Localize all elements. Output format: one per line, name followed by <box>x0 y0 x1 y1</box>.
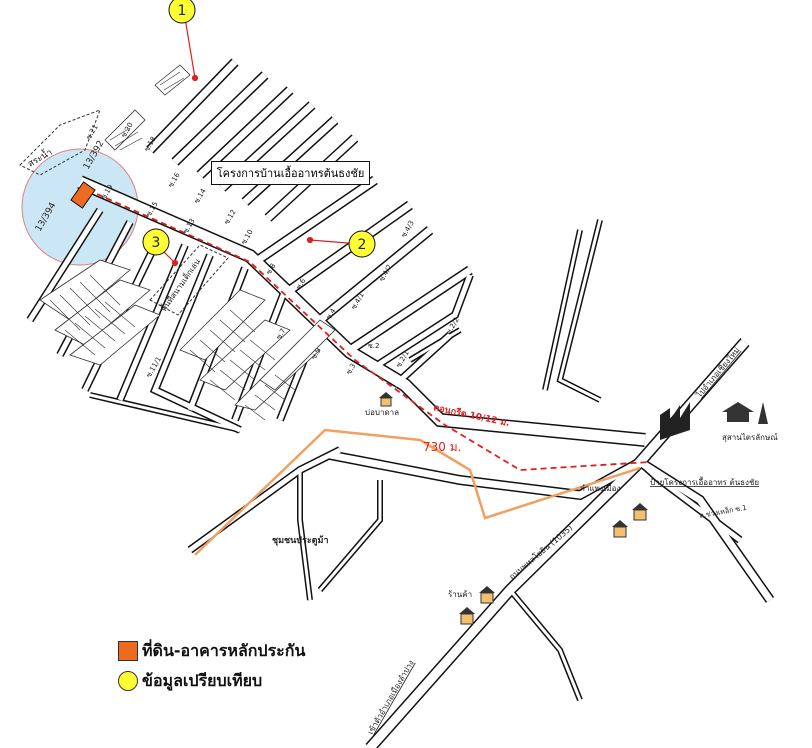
soi-label: ซ.14 <box>193 187 208 205</box>
well-label: บ่อบาดาล <box>365 408 399 417</box>
comparable-swatch-icon <box>118 671 138 691</box>
comparable-marker-1[interactable]: 1 <box>168 0 196 24</box>
comparable-marker-3[interactable]: 3 <box>142 228 170 256</box>
shrine-label: สุสานไตรลักษณ์ <box>722 432 778 442</box>
soi-label: ซ.12 <box>223 208 238 226</box>
recreation-area-outline <box>149 244 229 316</box>
shrine-icon <box>722 402 768 424</box>
to-chiang-mai-label: ไปอำเภอเชียงใหม่ <box>694 346 742 400</box>
soi-label: ซ.2 <box>368 342 379 350</box>
reservoir-outline <box>19 109 101 176</box>
route-dashed <box>87 189 651 471</box>
soi-label: ซ.21 <box>85 123 100 141</box>
soi-label: ซ.16 <box>167 171 182 189</box>
collateral-swatch-icon <box>118 641 138 661</box>
house-icon-shop-2 <box>459 607 475 625</box>
row-house-hatching <box>49 71 296 421</box>
distance-line <box>194 428 641 556</box>
main-road-label: ถนนพหลโยธิน (1035) <box>507 523 574 582</box>
legend-row-comparable: ข้อมูลเปรียบเทียบ <box>118 666 305 696</box>
kamphaeng-label: กำแพงเมือง <box>580 484 620 493</box>
project-name-label: โครงการบ้านเอื้ออาทรต้นธงชัย <box>216 167 365 180</box>
house-icon-3 <box>612 520 628 538</box>
row-house-blocks <box>39 64 336 411</box>
marker-2-label: 2 <box>358 237 367 253</box>
road-fill <box>27 59 773 748</box>
marker-3-label: 3 <box>152 235 161 251</box>
project-name-box: โครงการบ้านเอื้ออาทรต้นธงชัย <box>211 161 370 185</box>
map-legend: ที่ดิน-อาคารหลักประกัน ข้อมูลเปรียบเทียบ <box>118 636 305 696</box>
factory-icon <box>660 402 690 440</box>
house-icon-well <box>379 392 393 407</box>
house-icon-shop-1 <box>479 586 495 604</box>
collateral-building <box>70 181 96 209</box>
project-sign-label: ป้ายโครงการเอื้ออาทร ต้นธงชัย <box>650 476 759 487</box>
legend-collateral-label: ที่ดิน-อาคารหลักประกัน <box>142 640 306 660</box>
soi-label: ซ.10 <box>240 228 255 246</box>
soi-label: ซ.4/3 <box>400 219 416 239</box>
shop-label: ร้านค้า <box>448 590 472 599</box>
marker-1-label: 1 <box>178 3 187 19</box>
legend-row-collateral: ที่ดิน-อาคารหลักประกัน <box>118 636 305 666</box>
house-icon-4 <box>632 503 648 521</box>
community-label: ชุมชนประตูม้า <box>272 535 329 546</box>
soi-label: ซ.3 <box>345 362 358 376</box>
legend-comparable-label: ข้อมูลเปรียบเทียบ <box>142 670 263 690</box>
comparable-marker-2[interactable]: 2 <box>348 230 376 258</box>
distance-label: 730 ม. <box>423 440 461 454</box>
